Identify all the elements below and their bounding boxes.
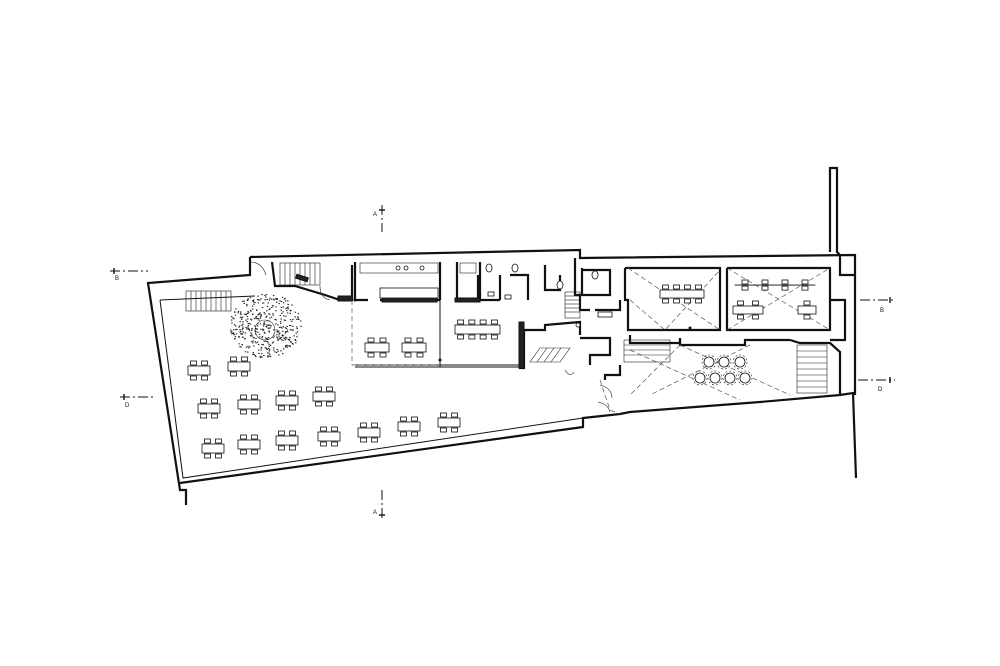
section-d-right-label: D <box>878 387 883 393</box>
terrace-tables <box>187 356 461 459</box>
section-b-left-label: B <box>115 276 119 282</box>
round-table <box>732 354 748 370</box>
stair-right <box>796 344 828 394</box>
terrace-table <box>317 426 341 447</box>
round-table <box>707 370 723 386</box>
round-table <box>692 370 708 386</box>
section-a-bottom: A <box>373 490 385 520</box>
indoor-table <box>401 337 427 358</box>
section-b-right: B <box>860 297 895 314</box>
terrace-table <box>237 394 261 415</box>
terrace-table <box>187 360 211 381</box>
section-b-right-label: B <box>880 308 884 314</box>
stair-middle <box>623 339 671 363</box>
section-b-left: B <box>110 268 148 282</box>
section-a-top-label: A <box>373 212 377 218</box>
solid-wall-segments <box>295 273 525 369</box>
outer-walls <box>146 166 858 505</box>
indoor-table <box>364 337 390 358</box>
terrace-table <box>437 412 461 433</box>
terrace-table <box>201 438 225 459</box>
terrace-table <box>312 386 336 407</box>
round-table <box>737 370 753 386</box>
stair-entry <box>249 261 321 286</box>
interior-walls <box>270 258 847 395</box>
stair-terrace <box>185 290 232 312</box>
section-d-left: D <box>120 394 155 409</box>
terrace-table <box>357 422 381 443</box>
round-tables <box>692 354 753 386</box>
round-table <box>716 354 732 370</box>
terrace-table <box>275 430 299 451</box>
terrace-table <box>237 434 261 455</box>
indoor-long-table <box>454 319 501 340</box>
section-a-bottom-label: A <box>373 510 377 516</box>
section-d-right: D <box>858 377 895 393</box>
round-table <box>722 370 738 386</box>
stair-service <box>564 291 581 319</box>
fixtures <box>319 262 692 413</box>
terrace-table <box>227 356 251 377</box>
section-d-left-label: D <box>125 403 130 409</box>
tree <box>230 294 302 358</box>
round-table <box>701 354 717 370</box>
private-room-table <box>732 300 764 320</box>
private-room-bench <box>734 279 816 291</box>
section-a-top: A <box>373 205 385 232</box>
terrace-table <box>197 398 221 419</box>
private-room-table <box>659 284 705 304</box>
private-room-table <box>797 300 817 320</box>
terrace-table <box>397 416 421 437</box>
stair-diagonal <box>529 347 571 363</box>
indoor-tables <box>364 279 817 358</box>
terrace-table <box>275 390 299 411</box>
